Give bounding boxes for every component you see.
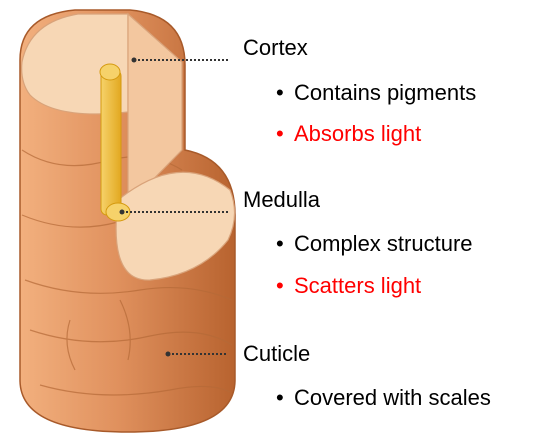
medulla-core <box>100 69 122 216</box>
bullet-glyph: • <box>276 80 284 105</box>
medulla-bullet-1-text: Complex structure <box>294 231 473 256</box>
medulla-bullet-1: • Complex structure <box>276 231 473 257</box>
medulla-top-end <box>99 63 121 81</box>
bullet-glyph: • <box>276 385 284 410</box>
cortex-bullet-2-text: Absorbs light <box>294 121 422 146</box>
cuticle-bullet-1-text: Covered with scales <box>294 385 491 410</box>
medulla-bullet-2-text: Scatters light <box>294 273 422 298</box>
cortex-bullet-2: • Absorbs light <box>276 121 421 147</box>
cortex-cut-wall <box>127 12 183 207</box>
cortex-label: Cortex <box>243 35 308 60</box>
cortex-bottom-face <box>115 171 236 281</box>
bullet-glyph: • <box>276 273 284 298</box>
cortex-bullet-1-text: Contains pigments <box>294 80 477 105</box>
cuticle-label: Cuticle <box>243 341 311 366</box>
pointer-cortex-dot <box>131 57 137 63</box>
medulla-bullet-2: • Scatters light <box>276 273 421 299</box>
cortex-bullet-1: • Contains pigments <box>276 80 476 106</box>
pointer-cuticle-dot <box>165 351 171 357</box>
cuticle-bullet-1: • Covered with scales <box>276 385 491 411</box>
medulla-label: Medulla <box>243 187 321 212</box>
bullet-glyph: • <box>276 121 284 146</box>
bullet-glyph: • <box>276 231 284 256</box>
pointer-medulla-dot <box>119 209 125 215</box>
